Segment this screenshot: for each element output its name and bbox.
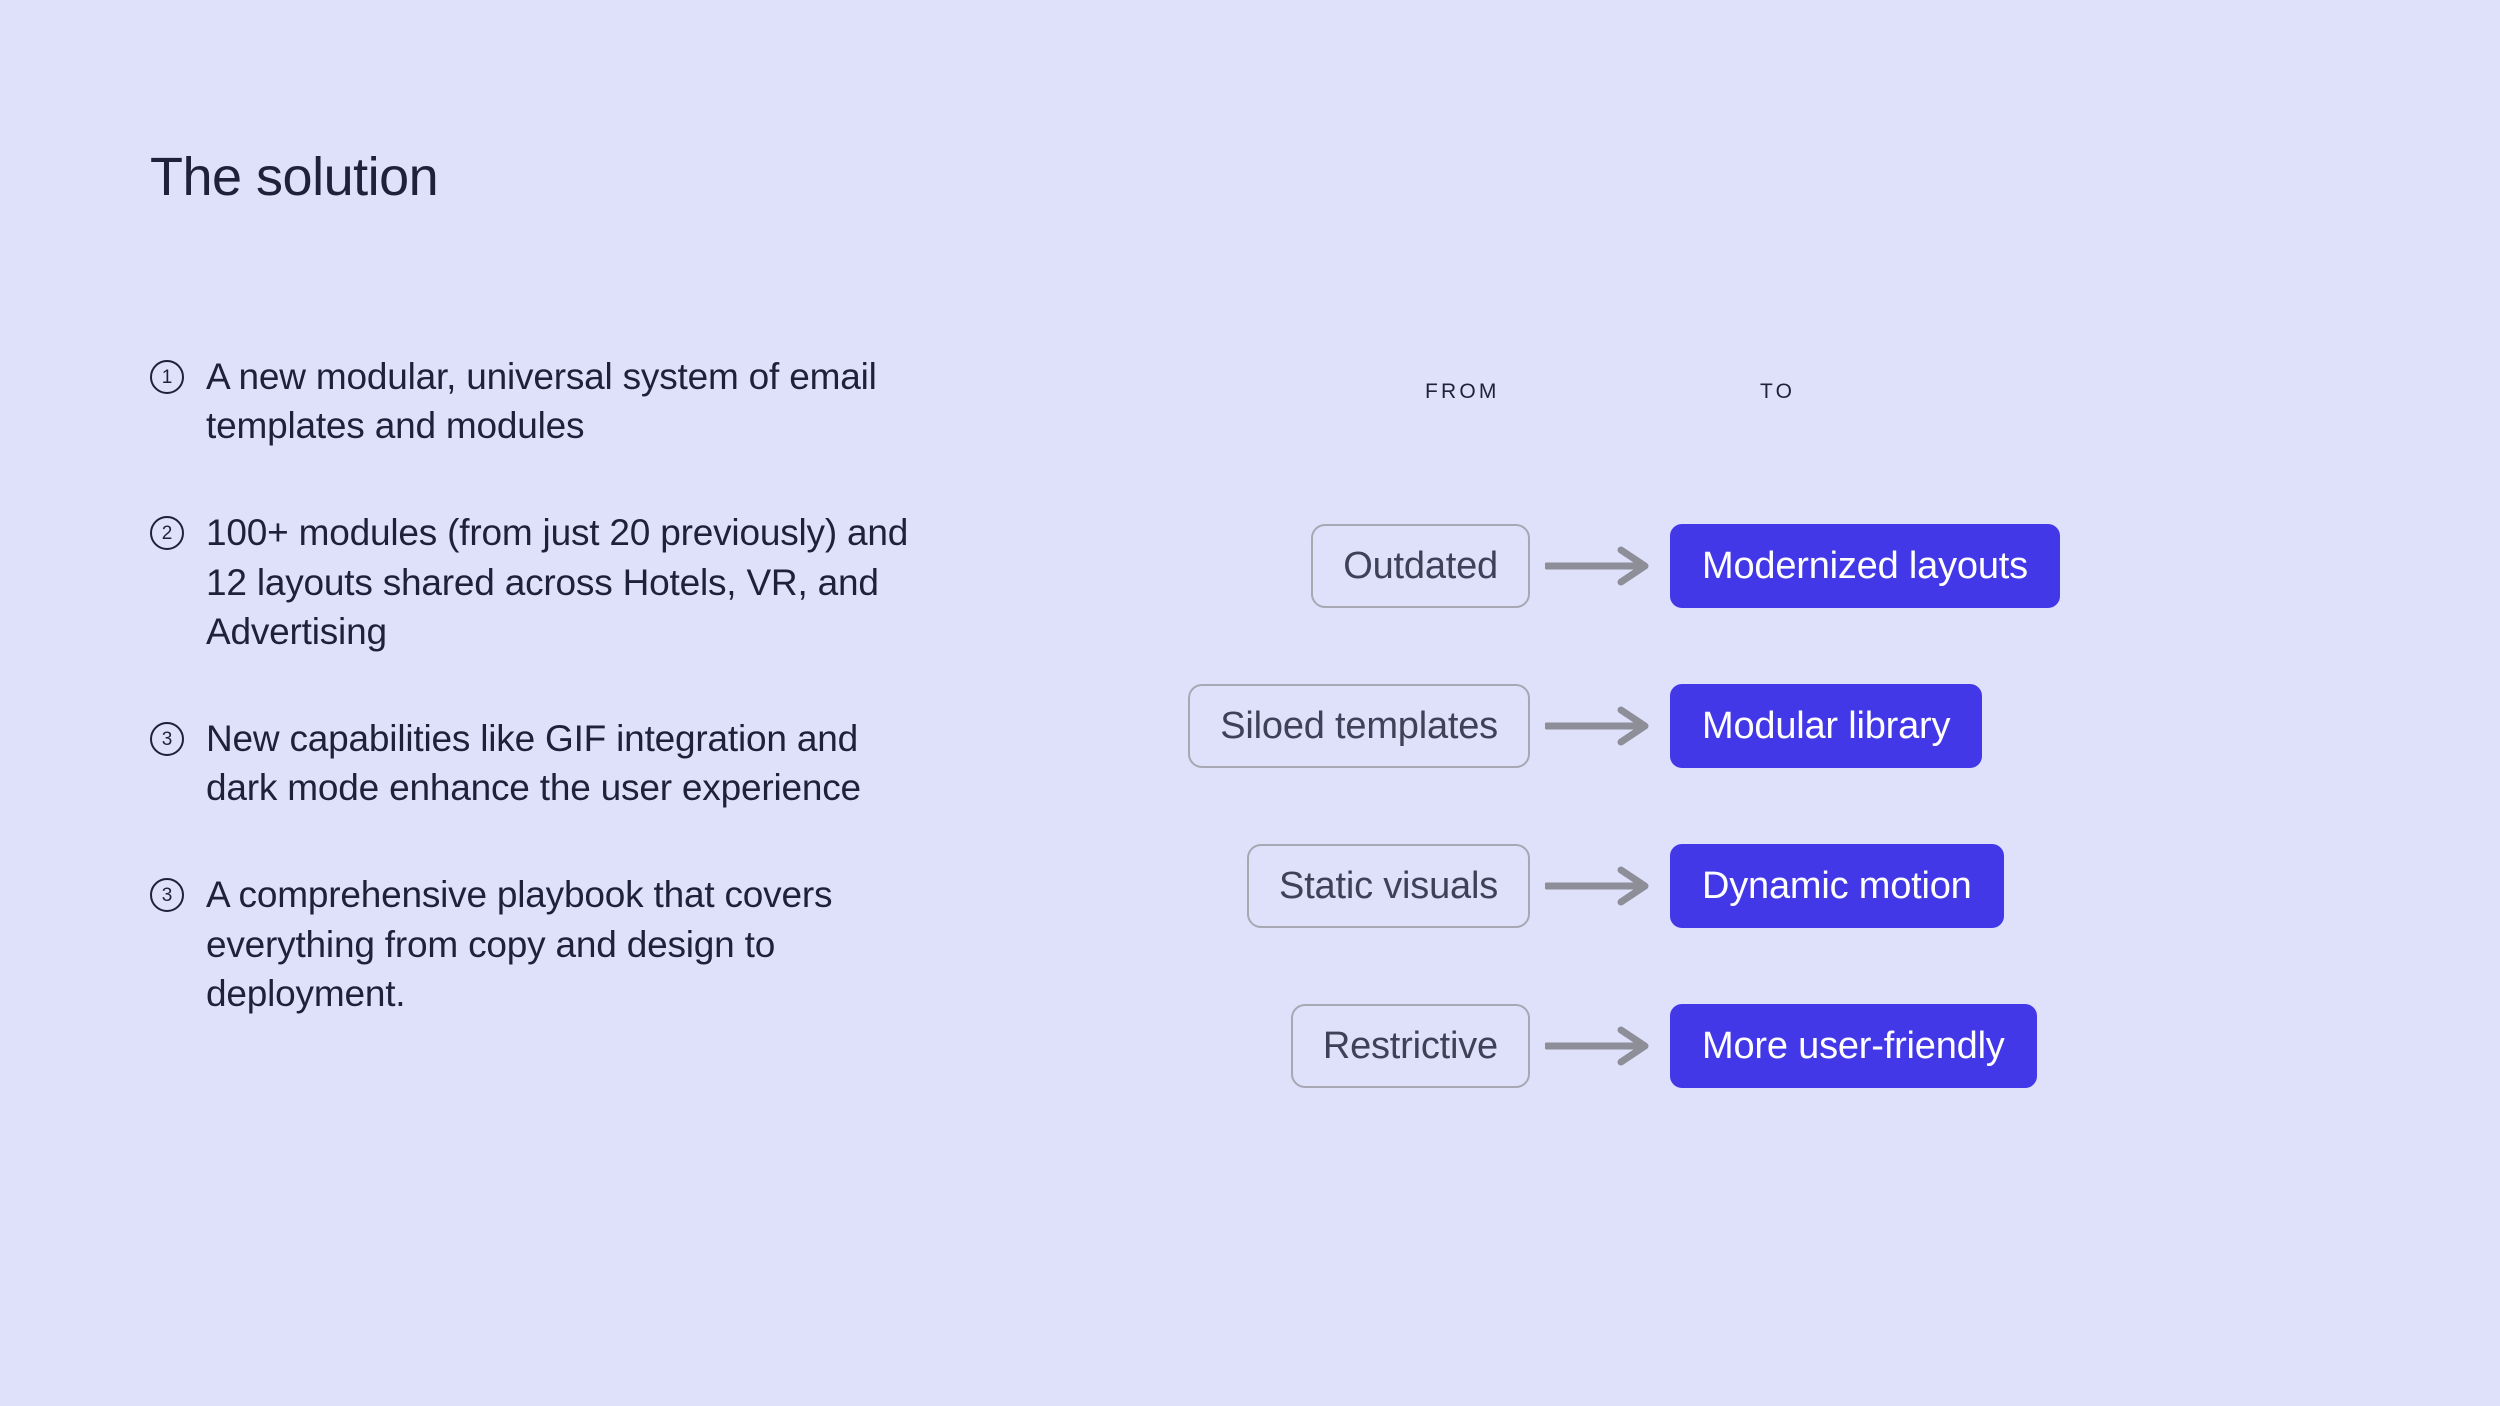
from-cell: Siloed templates xyxy=(1180,683,1530,769)
arrow-right-icon xyxy=(1545,866,1655,906)
list-marker-circled-number: 2 xyxy=(150,516,184,551)
list-item-text: 100+ modules (from just 20 previously) a… xyxy=(206,512,909,652)
arrow-right-icon xyxy=(1545,1026,1655,1066)
arrow-right-icon xyxy=(1545,546,1655,586)
transformation-row: Outdated Modernized layouts xyxy=(1180,520,2060,612)
diagram-rows: Outdated Modernized layouts Siloed templ… xyxy=(1180,520,2060,1092)
from-cell: Static visuals xyxy=(1180,843,1530,929)
to-pill: Dynamic motion xyxy=(1670,843,2004,929)
list-item: 3 New capabilities like GIF integration … xyxy=(150,714,970,812)
from-pill: Restrictive xyxy=(1290,1003,1530,1089)
column-header-to: TO xyxy=(1760,380,1796,403)
column-header-from: FROM xyxy=(1425,380,1500,403)
list-item-text: A new modular, universal system of email… xyxy=(206,356,877,447)
list-item-text: A comprehensive playbook that covers eve… xyxy=(206,874,833,1014)
from-pill: Siloed templates xyxy=(1188,683,1530,769)
list-item-text: New capabilities like GIF integration an… xyxy=(206,718,861,809)
list-item: 3 A comprehensive playbook that covers e… xyxy=(150,870,970,1018)
from-pill: Outdated xyxy=(1311,523,1530,609)
transformation-row: Siloed templates Modular library xyxy=(1180,680,2060,772)
page-title: The solution xyxy=(150,147,439,207)
to-pill: Modular library xyxy=(1670,683,1983,769)
arrow-cell xyxy=(1530,866,1670,906)
list-marker-circled-number: 3 xyxy=(150,878,184,913)
arrow-cell xyxy=(1530,706,1670,746)
to-cell: Modular library xyxy=(1670,683,1983,769)
solution-bullet-list: 1 A new modular, universal system of ema… xyxy=(150,352,970,1018)
arrow-cell xyxy=(1530,546,1670,586)
to-pill: Modernized layouts xyxy=(1670,523,2060,609)
to-cell: Dynamic motion xyxy=(1670,843,2004,929)
transformation-row: Static visuals Dynamic motion xyxy=(1180,840,2060,932)
to-cell: More user-friendly xyxy=(1670,1003,2037,1089)
list-marker-circled-number: 3 xyxy=(150,722,184,757)
to-pill: More user-friendly xyxy=(1670,1003,2037,1089)
arrow-right-icon xyxy=(1545,706,1655,746)
from-cell: Outdated xyxy=(1180,523,1530,609)
from-pill: Static visuals xyxy=(1247,843,1530,929)
to-cell: Modernized layouts xyxy=(1670,523,2060,609)
from-cell: Restrictive xyxy=(1180,1003,1530,1089)
list-item: 2 100+ modules (from just 20 previously)… xyxy=(150,508,970,656)
list-item: 1 A new modular, universal system of ema… xyxy=(150,352,970,450)
transformation-row: Restrictive More user-friendly xyxy=(1180,1000,2060,1092)
arrow-cell xyxy=(1530,1026,1670,1066)
list-marker-circled-number: 1 xyxy=(150,360,184,394)
